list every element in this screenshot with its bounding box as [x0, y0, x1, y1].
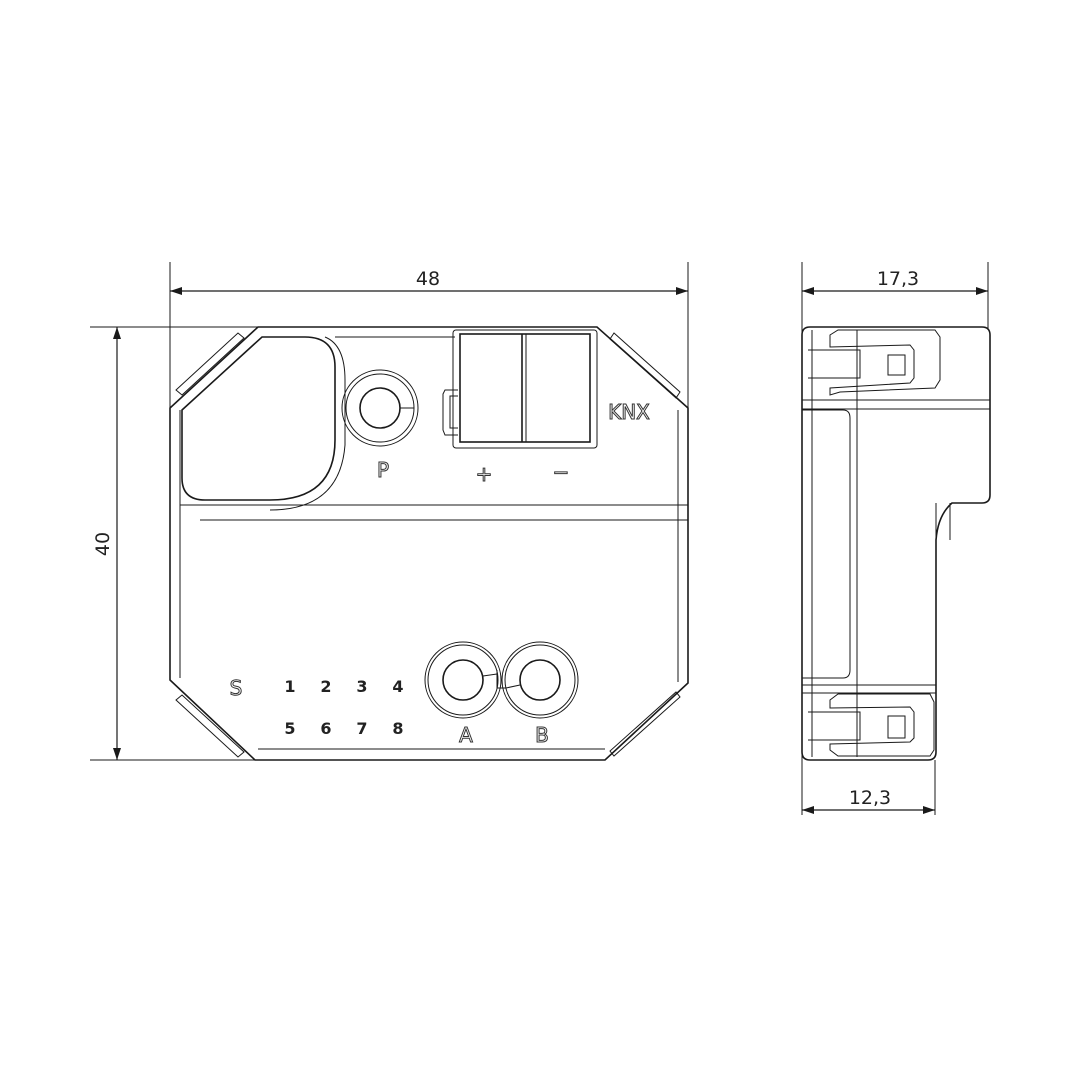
s-label: S	[230, 676, 243, 700]
button-b	[501, 641, 579, 719]
side-view	[801, 326, 991, 761]
knx-label: KNX	[608, 400, 650, 424]
channel-label: 2	[320, 677, 331, 696]
dimension-depth-body-label: 12,3	[849, 787, 891, 809]
channel-label: 3	[356, 677, 367, 696]
program-label: P	[377, 458, 389, 482]
knx-plus-label: +	[476, 462, 493, 486]
button-b-label: B	[535, 723, 549, 747]
dimension-width-label: 48	[416, 268, 440, 290]
dimension-height: 40	[90, 326, 258, 761]
button-a-label: A	[459, 723, 473, 747]
knx-terminal	[442, 329, 598, 449]
dimension-height-label: 40	[92, 532, 114, 556]
knx-minus-label: −	[553, 460, 570, 484]
button-a	[424, 641, 502, 719]
channel-label: 8	[392, 719, 403, 738]
dimension-depth-total-label: 17,3	[877, 268, 919, 290]
dimension-depth-body: 12,3	[802, 760, 936, 815]
channel-label: 7	[356, 719, 367, 738]
channel-label: 4	[392, 677, 403, 696]
dimension-width: 48	[169, 262, 689, 410]
front-view: P + − KNX S 1 2 3 4 5 6 7 8	[169, 326, 689, 761]
channel-label: 6	[320, 719, 331, 738]
left-recess	[181, 336, 336, 501]
program-button	[341, 369, 419, 447]
channel-label: 5	[284, 719, 295, 738]
channel-label: 1	[284, 677, 295, 696]
